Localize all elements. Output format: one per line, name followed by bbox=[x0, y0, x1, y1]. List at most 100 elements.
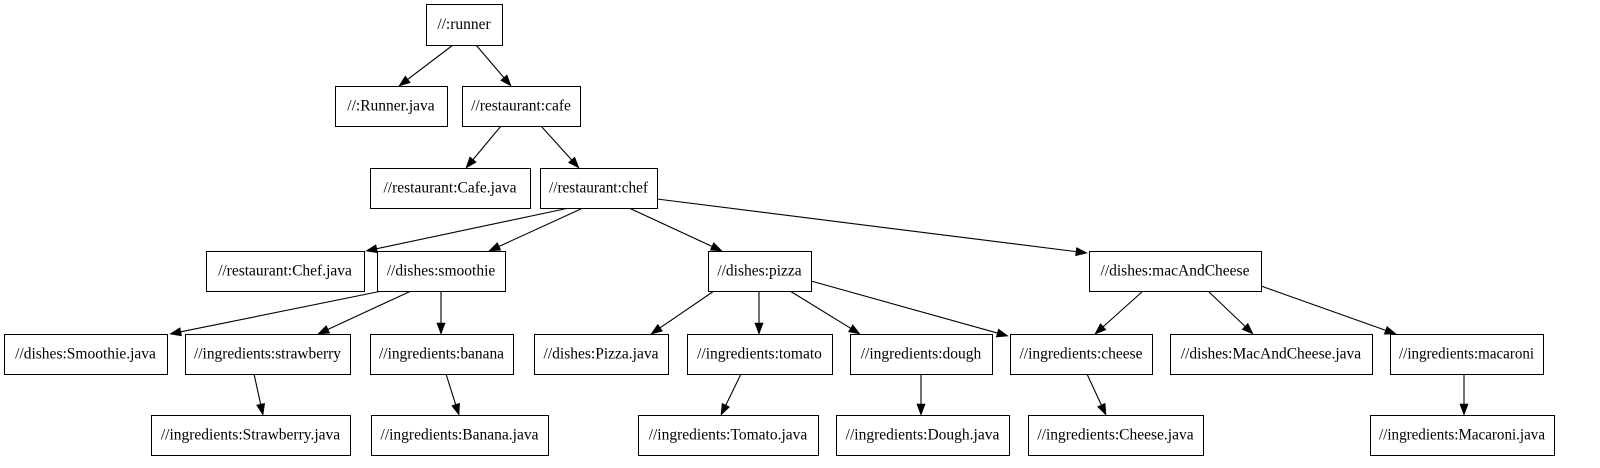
graph-edge bbox=[465, 125, 502, 169]
node-label: //ingredients:Banana.java bbox=[381, 427, 539, 444]
graph-node-ing_banana[interactable]: //ingredients:banana bbox=[370, 334, 514, 375]
graph-node-tomato_java[interactable]: //ingredients:Tomato.java bbox=[638, 415, 819, 456]
node-box[interactable] bbox=[1010, 334, 1153, 375]
node-box[interactable] bbox=[1089, 251, 1262, 292]
node-box[interactable] bbox=[687, 334, 833, 375]
node-label: //dishes:Pizza.java bbox=[544, 346, 659, 363]
node-label: //ingredients:Macaroni.java bbox=[1379, 427, 1545, 444]
edge-line bbox=[1086, 373, 1103, 408]
node-label: //dishes:MacAndCheese.java bbox=[1181, 346, 1361, 363]
graph-node-mac_java[interactable]: //dishes:MacAndCheese.java bbox=[1170, 334, 1373, 375]
edge-arrowhead-icon bbox=[1459, 403, 1469, 416]
edge-line bbox=[789, 290, 853, 330]
node-box[interactable] bbox=[1370, 415, 1555, 456]
node-box[interactable] bbox=[151, 415, 351, 456]
graph-node-pizza_java[interactable]: //dishes:Pizza.java bbox=[534, 334, 669, 375]
graph-node-runner[interactable]: //:runner bbox=[426, 4, 503, 46]
graph-node-ing_strawberry[interactable]: //ingredients:strawberry bbox=[185, 334, 351, 375]
node-box[interactable] bbox=[4, 334, 168, 375]
node-box[interactable] bbox=[836, 415, 1010, 456]
node-label: //:Runner.java bbox=[347, 98, 435, 115]
node-box[interactable] bbox=[1170, 334, 1373, 375]
graph-node-dough_java[interactable]: //ingredients:Dough.java bbox=[836, 415, 1010, 456]
graph-edge bbox=[916, 374, 926, 416]
edge-line bbox=[445, 373, 457, 407]
edge-line bbox=[253, 373, 262, 407]
graph-node-strawberry_java[interactable]: //ingredients:Strawberry.java bbox=[151, 415, 351, 456]
graph-node-ing_tomato[interactable]: //ingredients:tomato bbox=[687, 334, 833, 375]
node-box[interactable] bbox=[377, 251, 506, 292]
node-box[interactable] bbox=[708, 251, 812, 292]
node-box[interactable] bbox=[850, 334, 993, 375]
graph-node-cafe_java[interactable]: //restaurant:Cafe.java bbox=[370, 168, 531, 209]
graph-edge bbox=[475, 44, 512, 87]
graph-node-restaurant_chef[interactable]: //restaurant:chef bbox=[540, 168, 658, 209]
node-label: //ingredients:strawberry bbox=[194, 346, 341, 363]
graph-edge bbox=[436, 291, 446, 335]
node-box[interactable] bbox=[370, 334, 514, 375]
graph-edge bbox=[789, 290, 861, 335]
edge-arrowhead-icon bbox=[709, 242, 723, 252]
edge-arrowhead-icon bbox=[488, 242, 502, 252]
edge-line bbox=[1101, 290, 1144, 329]
edge-arrowhead-icon bbox=[916, 403, 926, 416]
edge-line bbox=[810, 280, 1000, 335]
graph-edge bbox=[1260, 285, 1397, 335]
graph-node-restaurant_cafe[interactable]: //restaurant:cafe bbox=[462, 86, 581, 127]
edge-line bbox=[374, 207, 570, 250]
edge-line bbox=[405, 44, 454, 81]
node-box[interactable] bbox=[206, 251, 365, 292]
graph-edge bbox=[720, 373, 742, 416]
graph-node-runner_java[interactable]: //:Runner.java bbox=[335, 86, 448, 127]
graph-edge bbox=[445, 373, 460, 416]
edges-layer bbox=[169, 44, 1469, 416]
graph-node-dishes_pizza[interactable]: //dishes:pizza bbox=[708, 251, 812, 292]
node-label: //restaurant:chef bbox=[549, 180, 649, 197]
node-box[interactable] bbox=[534, 334, 669, 375]
node-box[interactable] bbox=[462, 86, 581, 127]
node-label: //dishes:smoothie bbox=[387, 263, 496, 280]
graph-edge bbox=[650, 290, 715, 335]
graph-node-macaroni_java[interactable]: //ingredients:Macaroni.java bbox=[1370, 415, 1555, 456]
graph-node-dishes_mac[interactable]: //dishes:macAndCheese bbox=[1089, 251, 1262, 292]
edge-arrowhead-icon bbox=[1241, 322, 1254, 335]
node-box[interactable] bbox=[371, 415, 549, 456]
edge-arrowhead-icon bbox=[1383, 325, 1397, 335]
edge-arrowhead-icon bbox=[1094, 323, 1107, 335]
edge-arrowhead-icon bbox=[256, 402, 266, 416]
node-label: //restaurant:Cafe.java bbox=[384, 180, 517, 197]
node-label: //ingredients:Cheese.java bbox=[1037, 427, 1193, 444]
edge-line bbox=[475, 44, 506, 80]
graph-edge bbox=[810, 280, 1009, 338]
edge-arrowhead-icon bbox=[568, 156, 580, 169]
graph-node-smoothie_java[interactable]: //dishes:Smoothie.java bbox=[4, 334, 168, 375]
node-box[interactable] bbox=[540, 168, 658, 209]
edge-arrowhead-icon bbox=[847, 324, 861, 335]
edge-arrowhead-icon bbox=[436, 322, 446, 335]
node-label: //dishes:macAndCheese bbox=[1101, 263, 1250, 280]
node-box[interactable] bbox=[370, 168, 531, 209]
edge-line bbox=[1207, 290, 1247, 329]
graph-edge bbox=[253, 373, 266, 416]
node-box[interactable] bbox=[335, 86, 448, 127]
node-box[interactable] bbox=[426, 4, 503, 46]
edge-line bbox=[496, 207, 584, 248]
graph-node-ing_dough[interactable]: //ingredients:dough bbox=[850, 334, 993, 375]
graph-node-banana_java[interactable]: //ingredients:Banana.java bbox=[371, 415, 549, 456]
node-label: //ingredients:macaroni bbox=[1399, 346, 1535, 363]
edge-arrowhead-icon bbox=[465, 156, 477, 169]
graph-node-chef_java[interactable]: //restaurant:Chef.java bbox=[206, 251, 365, 292]
node-box[interactable] bbox=[185, 334, 351, 375]
node-box[interactable] bbox=[1028, 415, 1204, 456]
edge-arrowhead-icon bbox=[317, 325, 331, 335]
graph-edge bbox=[656, 198, 1088, 257]
node-box[interactable] bbox=[638, 415, 819, 456]
node-label: //ingredients:banana bbox=[379, 346, 504, 363]
graph-node-ing_macaroni[interactable]: //ingredients:macaroni bbox=[1390, 334, 1544, 375]
graph-node-cheese_java[interactable]: //ingredients:Cheese.java bbox=[1028, 415, 1204, 456]
graph-edge bbox=[1086, 373, 1107, 416]
graph-node-ing_cheese[interactable]: //ingredients:cheese bbox=[1010, 334, 1153, 375]
node-box[interactable] bbox=[1390, 334, 1544, 375]
graph-node-dishes_smoothie[interactable]: //dishes:smoothie bbox=[377, 251, 506, 292]
